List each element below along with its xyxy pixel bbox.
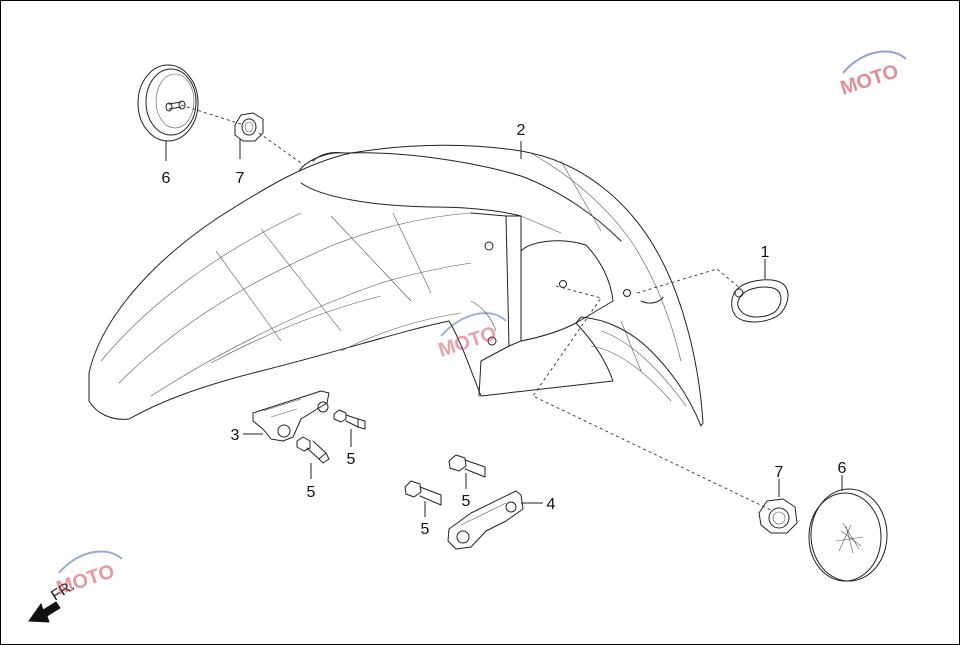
callout-3: 3: [231, 427, 240, 444]
swoosh-icon: [58, 550, 123, 574]
grommet: [731, 279, 789, 323]
callout-6-top: 6: [162, 170, 171, 187]
arrow-icon: [28, 601, 61, 623]
flange-nut-top: [234, 112, 264, 142]
swoosh-icon: [440, 312, 507, 337]
watermark-logo-text: MOTO: [54, 560, 118, 599]
callout-5-d: 5: [421, 521, 430, 538]
reflector-top: [137, 64, 199, 142]
callout-2: 2: [517, 122, 526, 139]
bolt-c: [448, 454, 486, 478]
front-fender: [88, 144, 704, 427]
bolt-d: [404, 480, 442, 506]
bracket-left: [252, 390, 330, 442]
callout-5-a: 5: [347, 451, 356, 468]
watermark-center: MOTO: [436, 312, 507, 362]
callout-7-top: 7: [236, 170, 245, 187]
reflector-bottom: [808, 488, 888, 582]
swoosh-icon: [842, 50, 907, 74]
bolt-a: [333, 409, 366, 430]
watermark-logo-text: MOTO: [838, 60, 902, 99]
callout-1: 1: [761, 244, 770, 261]
callout-5-b: 5: [307, 484, 316, 501]
bracket-right: [447, 490, 524, 550]
callout-5-c: 5: [462, 493, 471, 510]
bolt-b: [296, 436, 330, 464]
watermark-top-right: MOTO: [838, 50, 907, 100]
watermark-bottom-left: MOTO: [54, 550, 123, 600]
callout-7-bottom: 7: [775, 464, 784, 481]
callout-4: 4: [547, 496, 556, 513]
callout-6-bottom: 6: [838, 460, 847, 477]
flange-nut-bottom: [758, 498, 798, 534]
